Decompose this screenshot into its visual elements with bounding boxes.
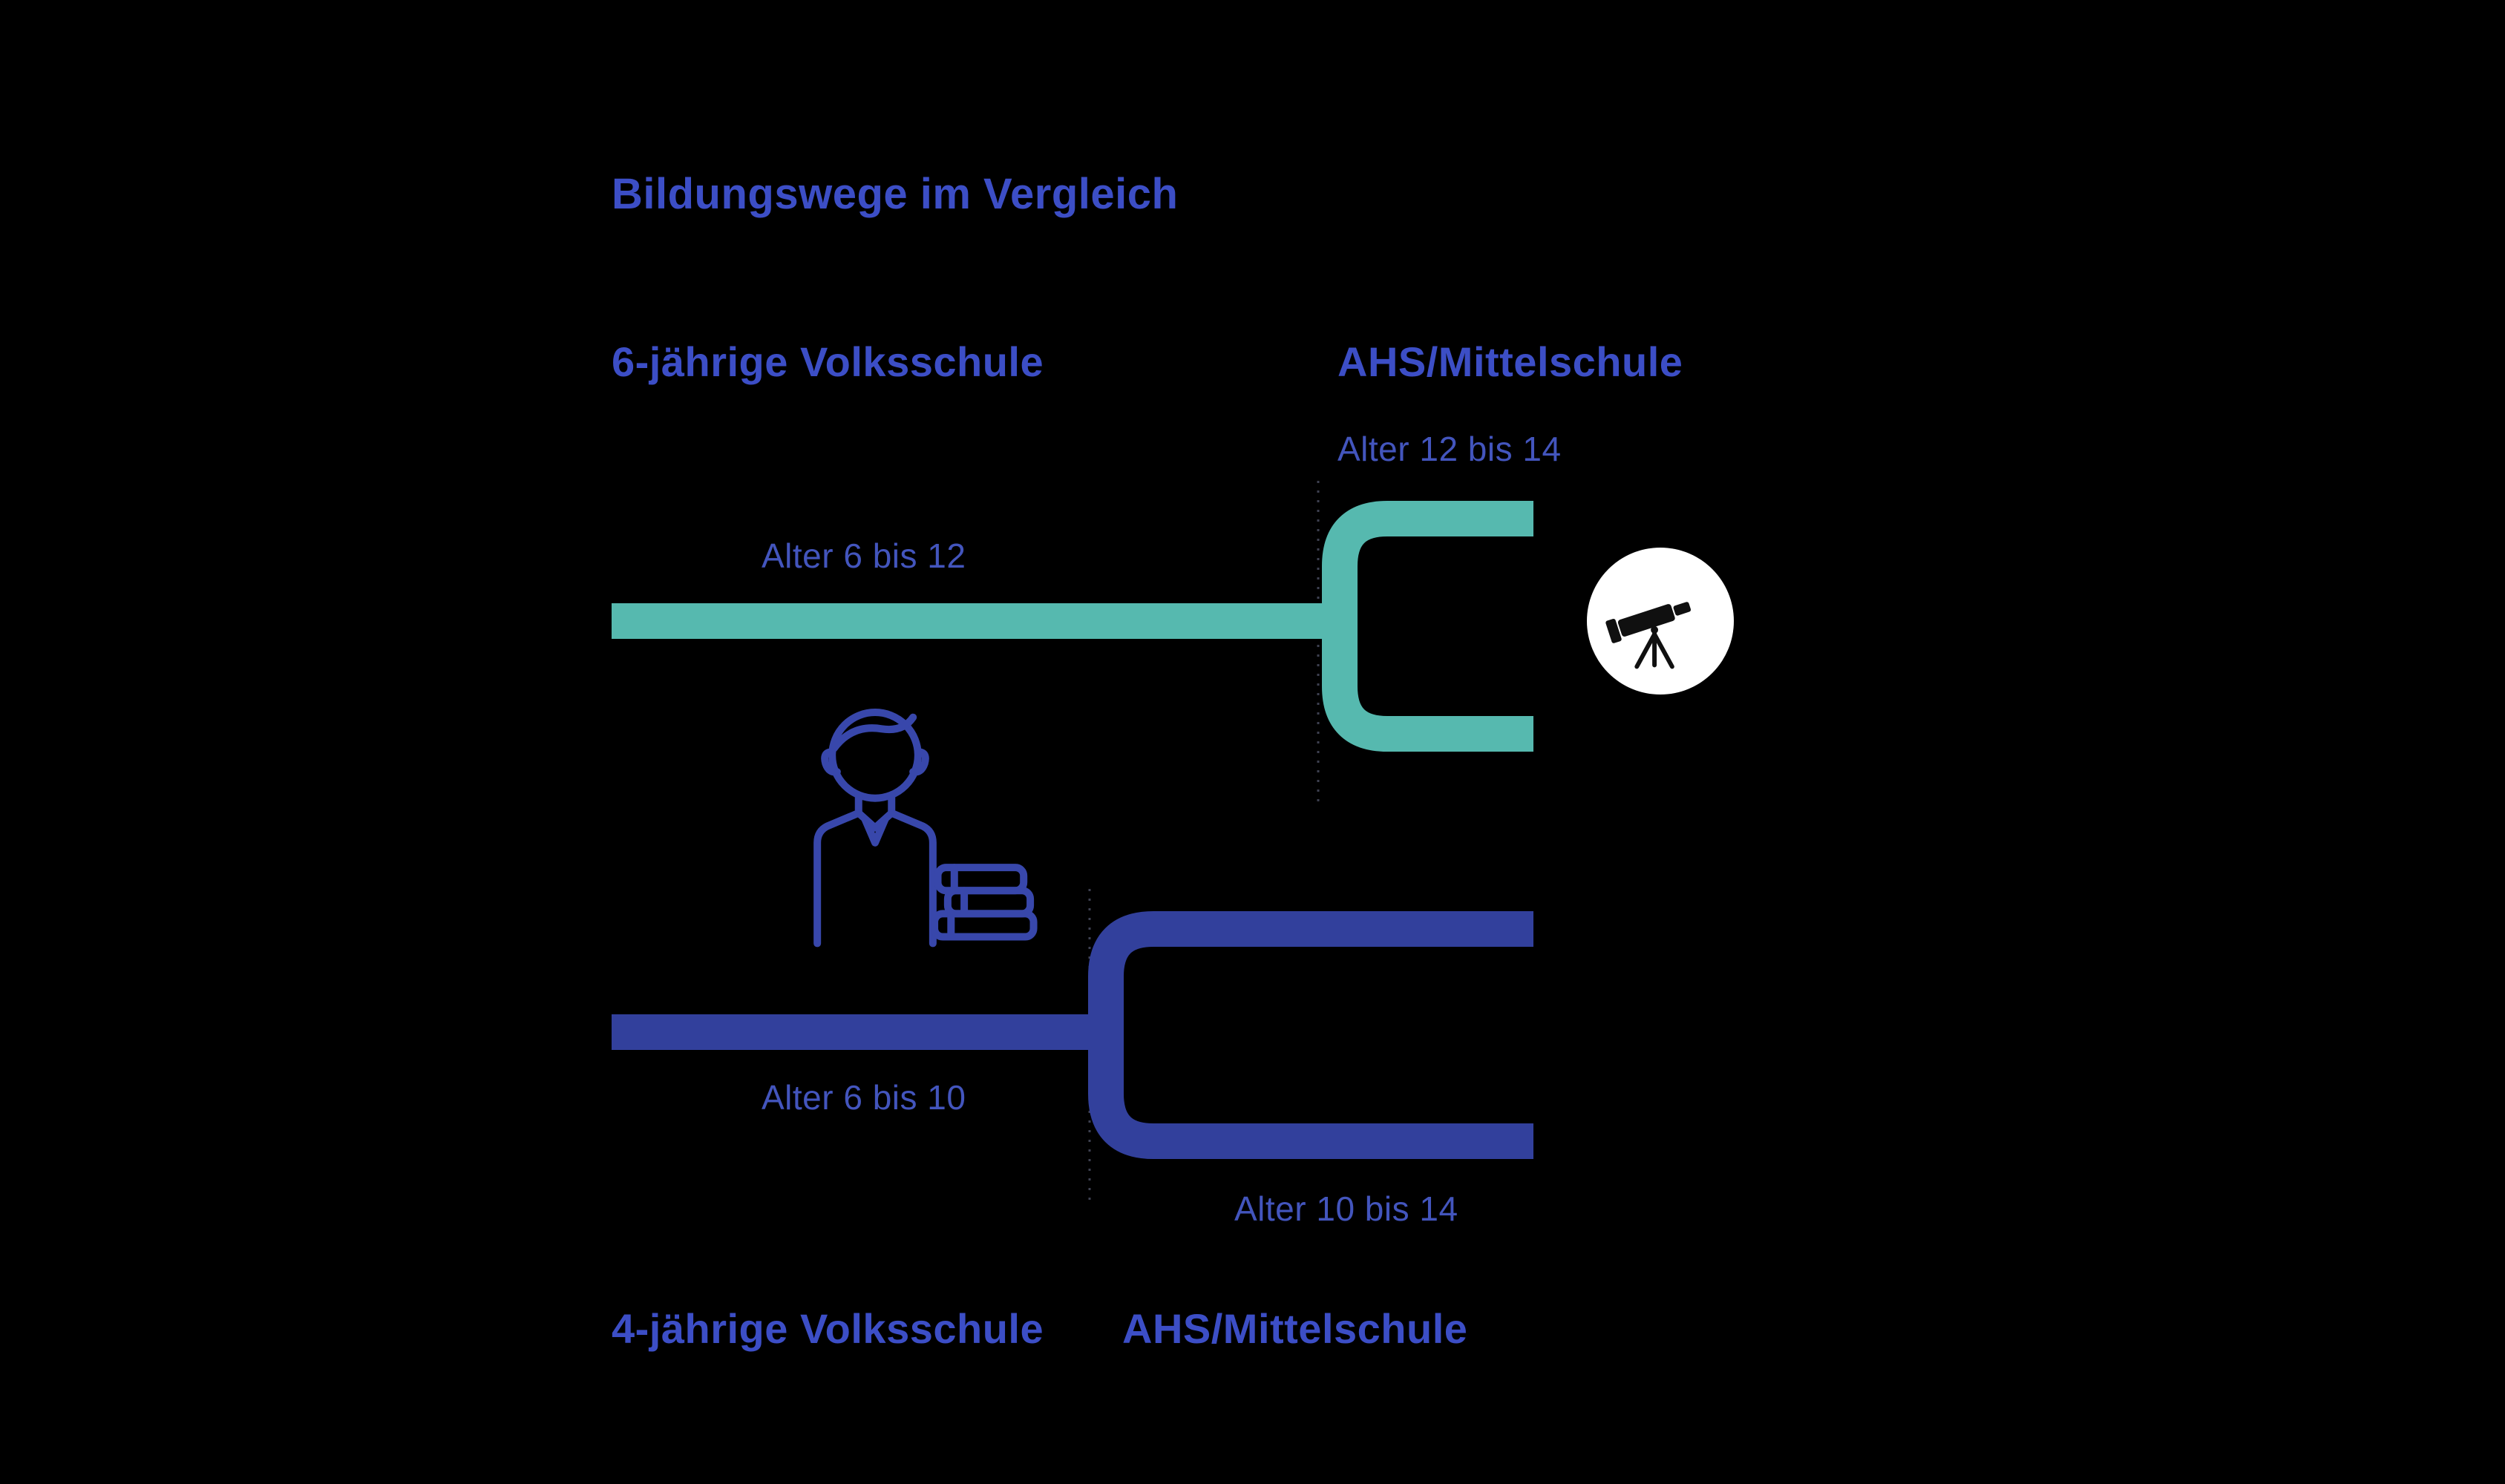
teacher-ear-left [821,748,841,776]
telescope-icon [1605,602,1692,669]
teal-branch-fork [1322,501,1533,752]
telescope-tube-group [1605,602,1692,643]
telescope-lens-hood [1605,618,1622,643]
teacher-torso-left [813,809,862,948]
teacher-icon-svg [813,709,1038,948]
telescope-badge [1587,548,1734,695]
top-stem-age-label: Alter 6 bis 12 [762,536,966,575]
bottom-track-left-heading: 4-jährige Volksschule [612,1305,1044,1352]
bottom-stem-age-label: Alter 6 bis 10 [762,1078,966,1117]
bottom-track-right-heading: AHS/Mittelschule [1122,1305,1468,1352]
top-track-right-heading: AHS/Mittelschule [1337,338,1683,385]
teacher-torso-right [888,809,937,948]
book-bottom [931,910,1038,941]
telescope-eyepiece [1673,602,1692,616]
indigo-branch-fork [1088,911,1533,1159]
tripod-leg-left [1634,631,1657,669]
telescope-tube [1617,604,1675,637]
page-title: Bildungswege im Vergleich [612,170,1179,218]
tripod-leg-right [1652,631,1674,669]
teacher-ear-right [909,748,929,776]
telescope-tripod [1634,628,1674,669]
top-track-left-heading: 6-jährige Volksschule [612,338,1044,385]
teacher-vneck [861,815,889,847]
teacher-hair [830,713,917,752]
bottom-branch-age-label: Alter 10 bis 14 [1234,1189,1458,1228]
teacher-with-books-icon [779,683,1052,955]
top-branch-age-label: Alter 12 bis 14 [1337,430,1562,468]
